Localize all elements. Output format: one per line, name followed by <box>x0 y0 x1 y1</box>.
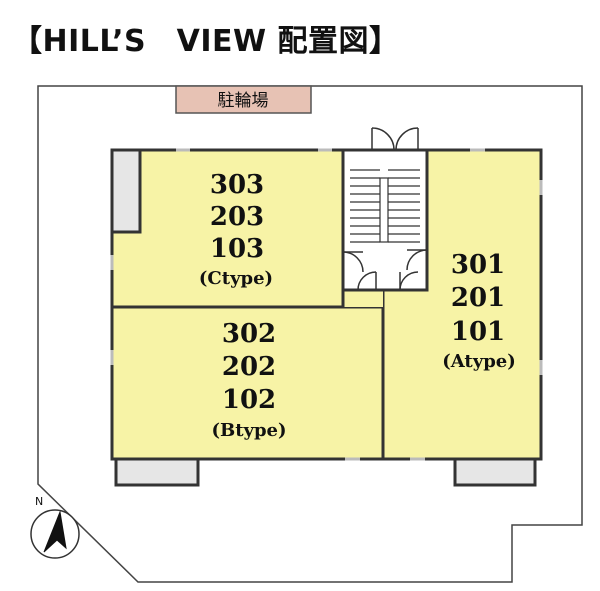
unit-b-area <box>110 305 385 461</box>
stair-treads <box>350 169 420 243</box>
unit-c-number-2f: 203 <box>210 202 264 232</box>
unit-b-type: (Btype) <box>211 420 286 441</box>
unit-a-type: (Atype) <box>442 351 516 372</box>
unit-a-number-1f: 101 <box>451 317 505 347</box>
balcony-a <box>453 457 537 487</box>
page-title: 【HILL’S VIEW 配置図】 <box>12 24 400 59</box>
entrance-door <box>362 127 428 152</box>
bicycle-parking-label: 駐輪場 <box>218 91 269 111</box>
bicycle-parking <box>175 85 312 114</box>
unit-a-number-3f: 301 <box>451 250 505 280</box>
balcony-b <box>114 457 200 487</box>
unit-b-number-1f: 102 <box>222 385 276 415</box>
unit-b-number-3f: 302 <box>222 319 276 349</box>
unit-c-closet <box>110 148 142 234</box>
unit-c-number-3f: 303 <box>210 170 264 200</box>
unit-doors <box>342 249 428 291</box>
unit-a-number-2f: 201 <box>451 283 505 313</box>
north-arrow-icon: N <box>30 495 80 559</box>
unit-c-number-1f: 103 <box>210 234 264 264</box>
north-label: N <box>35 495 43 508</box>
unit-c-type: (Ctype) <box>199 268 273 289</box>
unit-b-number-2f: 202 <box>222 352 276 382</box>
